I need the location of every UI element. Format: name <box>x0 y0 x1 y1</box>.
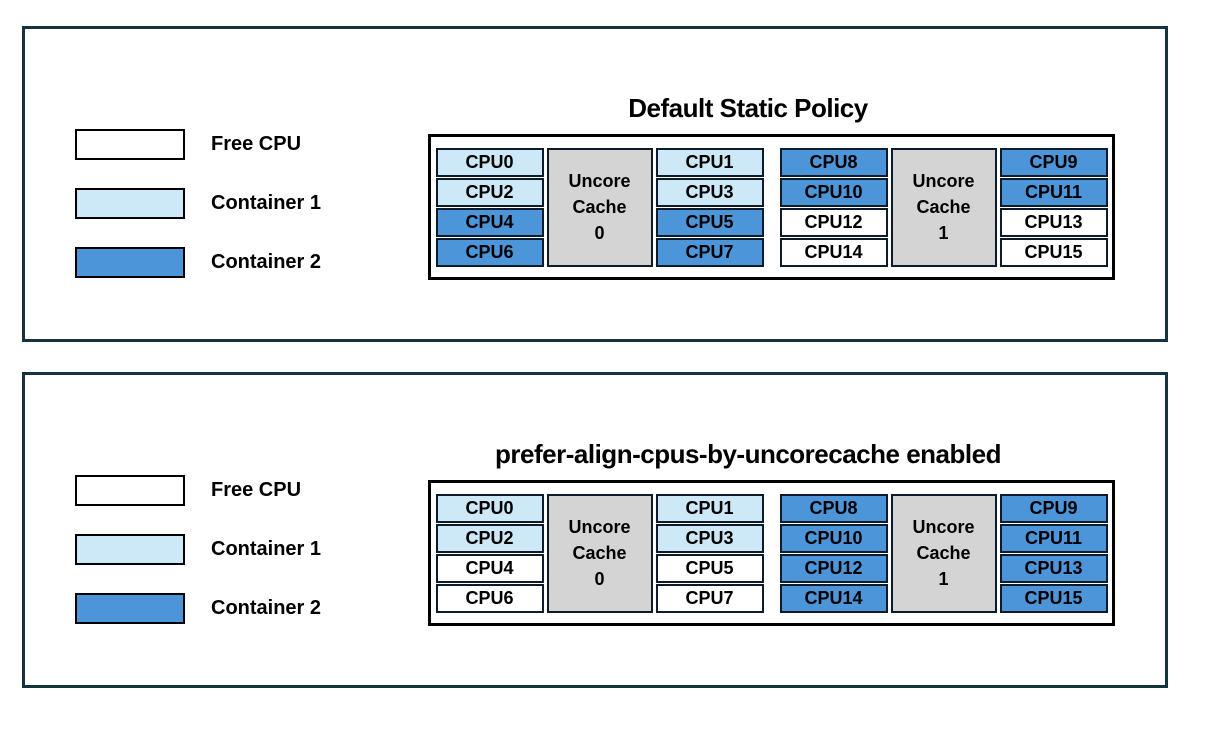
cpu-cell: CPU11 <box>999 177 1108 207</box>
legend: Free CPU Container 1 Container 2 <box>75 129 321 306</box>
legend-swatch <box>75 129 185 160</box>
uncore-cache-label-line: 1 <box>938 223 949 243</box>
cpu-cell: CPU13 <box>999 207 1108 237</box>
panel-title: prefer-align-cpus-by-uncorecache enabled <box>495 438 1001 469</box>
cpu-cell: CPU8 <box>779 147 888 177</box>
cpu-column-even: CPU0 CPU2 CPU4 CPU6 <box>435 147 544 267</box>
cpu-column-even: CPU8 CPU10 CPU12 CPU14 <box>779 147 888 267</box>
legend-label: Container 1 <box>211 192 322 214</box>
legend-swatch <box>75 534 185 565</box>
uncore-cache-label-line: 1 <box>938 569 949 589</box>
uncore-cache-label-line: 0 <box>594 223 605 243</box>
cpu-column-odd: CPU9 CPU11 CPU13 CPU15 <box>999 147 1108 267</box>
uncore-cache-label-line: Cache <box>916 197 971 217</box>
cpu-cell: CPU0 <box>435 147 544 177</box>
cpu-cell: CPU7 <box>655 237 764 267</box>
legend-label: Container 1 <box>211 538 322 560</box>
legend-swatch <box>75 188 185 219</box>
legend-swatch <box>75 593 185 624</box>
cpu-cell: CPU14 <box>779 237 888 267</box>
cpu-cell: CPU6 <box>435 583 544 613</box>
cpu-cell: CPU13 <box>999 553 1108 583</box>
cpu-column-even: CPU8 CPU10 CPU12 CPU14 <box>779 493 888 613</box>
cpu-cell: CPU12 <box>779 553 888 583</box>
uncore-cache-label-line: Uncore <box>912 517 975 537</box>
uncore-cache-label-line: Cache <box>916 543 971 563</box>
cpu-cell: CPU11 <box>999 523 1108 553</box>
legend-item: Container 2 <box>75 593 321 624</box>
legend-label: Free CPU <box>211 479 302 501</box>
cpu-cell: CPU5 <box>655 553 764 583</box>
legend: Free CPU Container 1 Container 2 <box>75 475 321 652</box>
cpu-cell: CPU9 <box>999 147 1108 177</box>
cpu-cell: CPU1 <box>655 493 764 523</box>
cpu-cell: CPU3 <box>655 177 764 207</box>
uncore-cache-label-line: Cache <box>572 197 627 217</box>
cpu-cell: CPU14 <box>779 583 888 613</box>
legend-item: Free CPU <box>75 475 321 506</box>
cpu-cell: CPU7 <box>655 583 764 613</box>
cpu-cell: CPU15 <box>999 237 1108 267</box>
legend-label: Free CPU <box>211 133 302 155</box>
cpu-cell: CPU15 <box>999 583 1108 613</box>
cpu-cell: CPU6 <box>435 237 544 267</box>
cpu-column-odd: CPU9 CPU11 CPU13 CPU15 <box>999 493 1108 613</box>
cpu-cell: CPU2 <box>435 523 544 553</box>
legend-item: Container 2 <box>75 247 321 278</box>
cpu-cell: CPU10 <box>779 523 888 553</box>
cpu-cell: CPU4 <box>435 553 544 583</box>
panel-title: Default Static Policy <box>628 92 868 123</box>
cpu-cell: CPU3 <box>655 523 764 553</box>
uncore-cache-label-line: 0 <box>594 569 605 589</box>
cpu-cell: CPU1 <box>655 147 764 177</box>
legend-label: Container 2 <box>211 251 322 273</box>
cpu-cell: CPU10 <box>779 177 888 207</box>
cpu-cell: CPU5 <box>655 207 764 237</box>
policy-panel: prefer-align-cpus-by-uncorecache enabled… <box>22 372 1168 688</box>
policy-panel: Default Static Policy Free CPU Container… <box>22 26 1168 342</box>
legend-item: Free CPU <box>75 129 321 160</box>
uncore-cache-label-line: Uncore <box>912 171 975 191</box>
uncore-cache-label-line: Cache <box>572 543 627 563</box>
legend-item: Container 1 <box>75 188 321 219</box>
cpu-column-odd: CPU1 CPU3 CPU5 CPU7 <box>655 147 764 267</box>
legend-label: Container 2 <box>211 597 322 619</box>
cpu-cell: CPU12 <box>779 207 888 237</box>
uncore-cache-label-line: Uncore <box>568 171 631 191</box>
cpu-column-odd: CPU1 CPU3 CPU5 CPU7 <box>655 493 764 613</box>
cpu-cell: CPU0 <box>435 493 544 523</box>
cpu-column-even: CPU0 CPU2 CPU4 CPU6 <box>435 493 544 613</box>
cpu-cell: CPU9 <box>999 493 1108 523</box>
cpu-cell: CPU2 <box>435 177 544 207</box>
cpu-cell: CPU8 <box>779 493 888 523</box>
cpu-cell: CPU4 <box>435 207 544 237</box>
legend-item: Container 1 <box>75 534 321 565</box>
legend-swatch <box>75 247 185 278</box>
uncore-cache-label-line: Uncore <box>568 517 631 537</box>
legend-swatch <box>75 475 185 506</box>
